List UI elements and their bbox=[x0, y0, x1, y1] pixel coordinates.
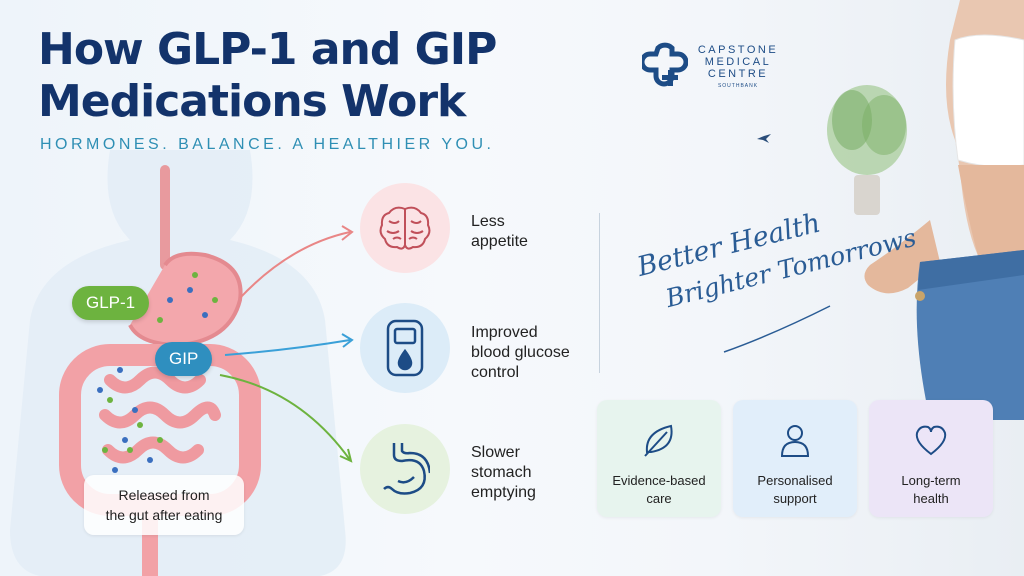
caption-line-1: Released from bbox=[118, 487, 210, 503]
brain-icon bbox=[379, 206, 431, 250]
title-line-1: How GLP-1 and GIP bbox=[38, 24, 497, 75]
page-title: How GLP-1 and GIP Medications Work bbox=[38, 24, 497, 128]
effect-line: appetite bbox=[471, 233, 528, 250]
feature-line: Personalised bbox=[757, 473, 833, 488]
effect-appetite-label: Less appetite bbox=[471, 212, 528, 252]
bird-icon bbox=[757, 134, 771, 143]
caption-line-2: the gut after eating bbox=[105, 507, 223, 523]
logo-subline: SOUTHBANK bbox=[717, 83, 759, 89]
feature-card-evidence: Evidence-based care bbox=[597, 400, 721, 517]
glucose-meter-icon bbox=[386, 319, 424, 377]
effect-appetite-circle bbox=[360, 183, 450, 273]
effect-line: Less bbox=[471, 213, 505, 230]
leaf-icon bbox=[644, 424, 673, 457]
effect-line: Slower bbox=[471, 444, 520, 461]
logo-line-2: MEDICAL bbox=[704, 56, 772, 68]
slogan-underline bbox=[723, 305, 831, 353]
tagline: HORMONES. BALANCE. A HEALTHIER YOU. bbox=[40, 136, 495, 153]
feature-card-longterm: Long-term health bbox=[869, 400, 993, 517]
feature-label: Evidence-based care bbox=[597, 472, 721, 508]
stomach-icon bbox=[383, 443, 430, 495]
gip-badge: GIP bbox=[155, 342, 213, 376]
model-photo bbox=[864, 0, 1024, 420]
divider bbox=[599, 213, 600, 373]
feature-line: support bbox=[773, 491, 817, 506]
effect-stomach-label: Slower stomach emptying bbox=[471, 443, 536, 503]
feature-card-support: Personalised support bbox=[733, 400, 857, 517]
feature-line: Evidence-based bbox=[612, 473, 706, 488]
effect-glucose-label: Improved blood glucose control bbox=[471, 323, 570, 383]
medical-cross-icon bbox=[642, 42, 688, 87]
feature-line: Long-term bbox=[901, 473, 961, 488]
feature-label: Personalised support bbox=[733, 472, 857, 508]
logo-line-3: CENTRE bbox=[707, 68, 769, 80]
logo-text: CAPSTONE MEDICAL CENTRE SOUTHBANK bbox=[688, 44, 788, 92]
heart-icon bbox=[915, 425, 947, 456]
effect-stomach-circle bbox=[360, 424, 450, 514]
title-line-2: Medications Work bbox=[38, 76, 466, 127]
effect-glucose-circle bbox=[360, 303, 450, 393]
effect-line: emptying bbox=[471, 484, 536, 501]
effect-line: stomach bbox=[471, 464, 532, 481]
release-caption: Released from the gut after eating bbox=[84, 475, 244, 535]
feature-line: care bbox=[646, 491, 672, 506]
person-icon bbox=[780, 425, 810, 457]
feature-line: health bbox=[913, 491, 949, 506]
glp1-badge: GLP-1 bbox=[72, 286, 150, 320]
effect-line: blood glucose bbox=[471, 344, 570, 361]
logo-line-1: CAPSTONE bbox=[697, 44, 779, 56]
effect-line: Improved bbox=[471, 324, 538, 341]
effect-line: control bbox=[471, 364, 520, 381]
feature-label: Long-term health bbox=[869, 472, 993, 508]
plant-image bbox=[827, 85, 907, 215]
